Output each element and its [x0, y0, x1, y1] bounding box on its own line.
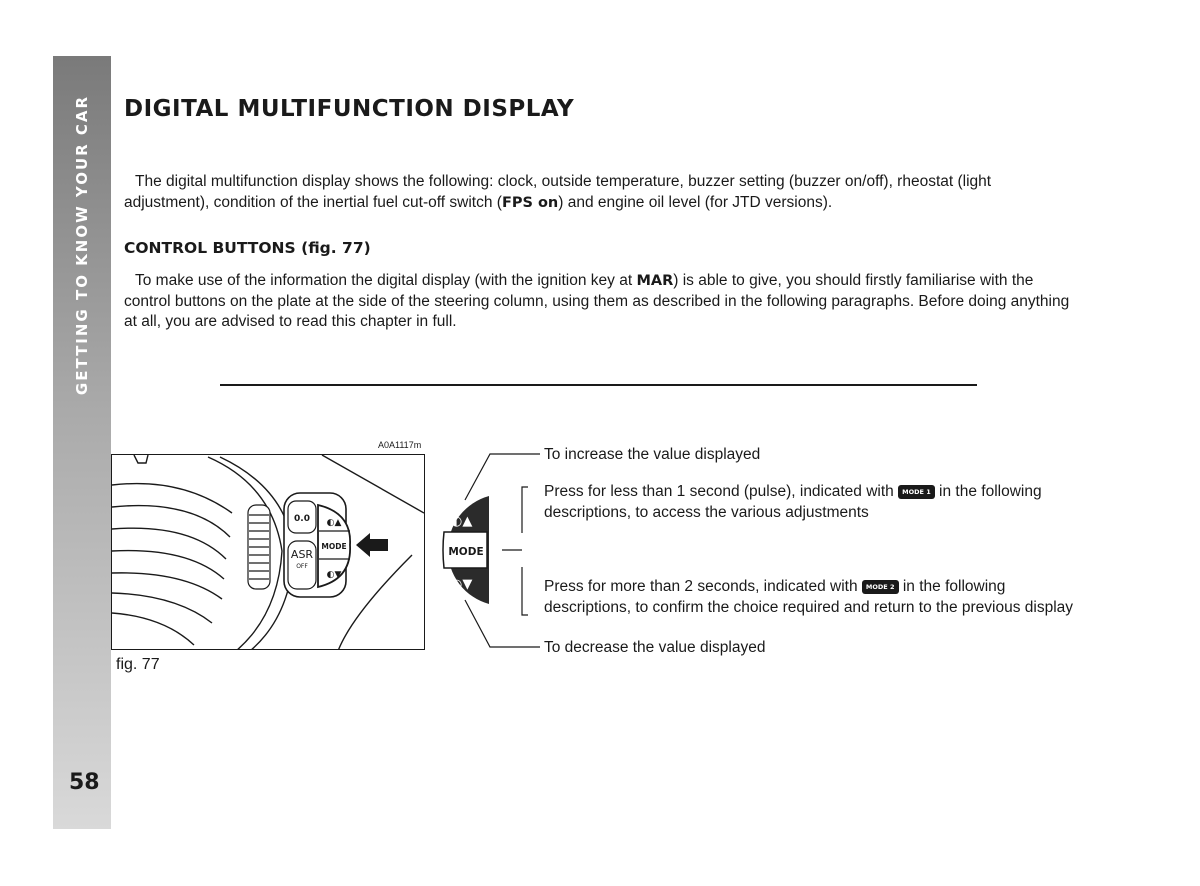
headlight-down-icon: ◐▼	[327, 570, 342, 580]
asr-button-label: ASR	[291, 548, 314, 561]
figure-illustration: 0.0 ASR OFF MODE ◐▲ ◐▼	[111, 454, 425, 650]
intro-paragraph: The digital multifunction display shows …	[124, 172, 1076, 213]
mode-button-label: MODE	[321, 542, 346, 551]
heading-end: )	[363, 239, 371, 257]
knob-mode-label: MODE	[448, 546, 483, 558]
intro-text-1: The digital multifunction display shows …	[124, 173, 992, 211]
asr-off-label: OFF	[296, 563, 308, 570]
control-text-2: ) is able to give, you should firstly fa…	[124, 272, 1070, 330]
press-long-text-2: in the following descriptions, to confir…	[544, 578, 1074, 616]
intro-text-2: ) and engine oil level (for JTD versions…	[558, 193, 833, 211]
page-title: DIGITAL MULTIFUNCTION DISPLAY	[124, 96, 575, 122]
callout-press-short: Press for less than 1 second (pulse), in…	[544, 482, 1079, 523]
callout-press-long: Press for more than 2 seconds, indicated…	[544, 577, 1079, 618]
press-short-text-1: Press for less than 1 second (pulse), in…	[544, 483, 894, 500]
horizontal-rule	[220, 384, 977, 386]
control-bold: MAR	[636, 273, 674, 289]
sidebar-band	[53, 56, 111, 829]
callout-increase: To increase the value displayed	[544, 446, 761, 463]
page-number: 58	[69, 770, 100, 795]
callout-lines	[464, 453, 540, 648]
intro-bold: FPS on	[501, 194, 559, 211]
knob-headlight-up-icon: ◐▲	[451, 514, 472, 529]
mode-knob-detail: ◐▲ ◐▼ MODE	[441, 494, 513, 606]
figure-code: A0A1117m	[378, 440, 422, 450]
headlight-up-icon: ◐▲	[327, 518, 342, 528]
mode1-badge: MODE 1	[898, 485, 935, 499]
knob-headlight-down-icon: ◐▼	[451, 577, 472, 592]
section-title: GETTING TO KNOW YOUR CAR	[73, 94, 91, 396]
heading-text: CONTROL BUTTONS (	[124, 239, 309, 257]
control-text-1: To make use of the information the digit…	[135, 272, 637, 289]
callout-decrease: To decrease the value displayed	[544, 639, 766, 656]
control-buttons-heading: CONTROL BUTTONS (fig. 77)	[124, 239, 371, 257]
mode2-badge: MODE 2	[861, 580, 899, 594]
trip-button-label: 0.0	[294, 514, 310, 524]
mode-knob-svg: ◐▲ ◐▼ MODE	[442, 496, 489, 604]
pointer-arrow-icon	[356, 533, 388, 557]
press-short-text-2: in the following descriptions, to access…	[544, 483, 1042, 521]
dashboard-illustration: 0.0 ASR OFF MODE ◐▲ ◐▼	[112, 455, 424, 649]
control-buttons-paragraph: To make use of the information the digit…	[124, 271, 1076, 333]
press-long-text-1: Press for more than 2 seconds, indicated…	[544, 578, 858, 595]
figure-caption: fig. 77	[116, 656, 160, 673]
heading-fig-ref: fig. 77	[308, 239, 364, 257]
